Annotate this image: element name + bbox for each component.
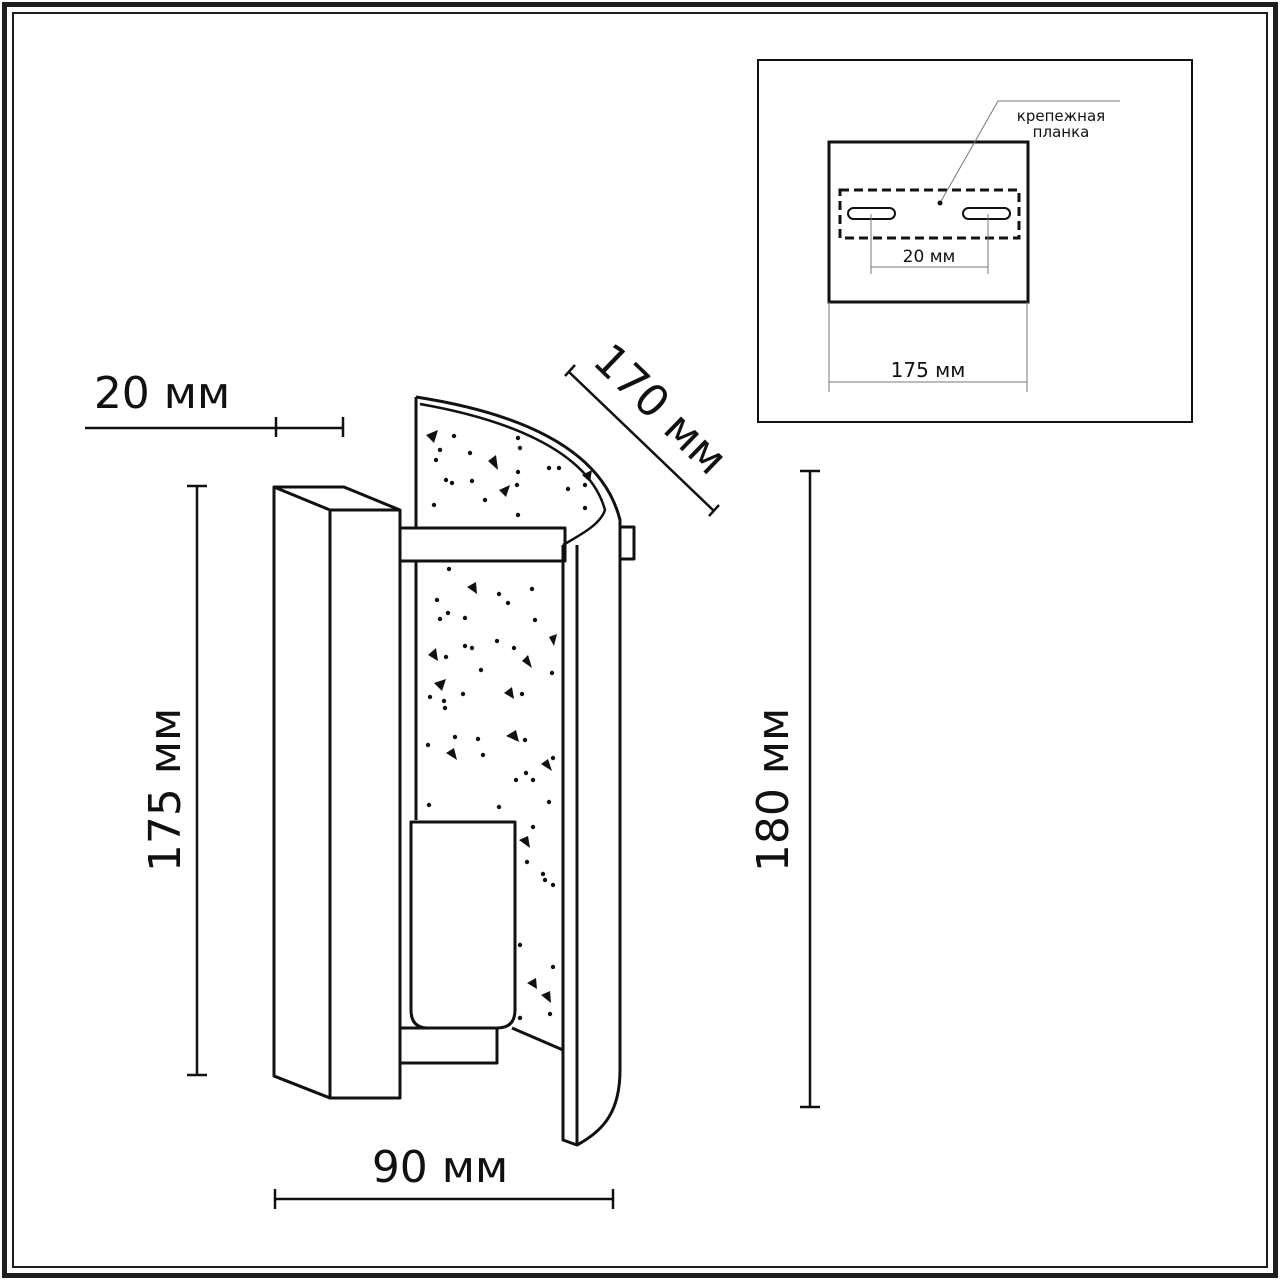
callout-dot — [937, 200, 943, 206]
wall-offset-label: 20 мм — [94, 368, 230, 419]
shade-arc-dim-line — [568, 371, 715, 512]
plate-width-label: 175 мм — [891, 358, 966, 382]
inset-hole-spacing-dim — [870, 214, 989, 274]
inset-frame — [757, 59, 1193, 423]
hole-spacing-label: 20 мм — [903, 247, 956, 267]
callout-label-line1: крепежная — [1017, 107, 1105, 125]
inset-plate-width-dim — [828, 302, 1028, 392]
backplate-box — [272, 485, 402, 1100]
inset-mounting-view: крепежная планка 20 мм 175 мм — [757, 59, 1193, 423]
inner-border — [12, 12, 1268, 1268]
bulb-diffuser — [409, 820, 517, 1030]
shade-speckle-texture — [425, 430, 592, 1021]
depth-label: 90 мм — [372, 1142, 508, 1193]
backplate-edge-top — [273, 485, 331, 512]
shade-arc-label: 170 мм — [583, 334, 737, 485]
mounting-bar — [838, 188, 1021, 240]
dimension-lines — [85, 364, 820, 1209]
arm-top — [398, 526, 567, 563]
callout-leader — [939, 100, 1120, 204]
shade-clip — [618, 525, 636, 561]
callout-label-line2: планка — [1033, 123, 1090, 141]
inset-backplate — [827, 140, 1030, 304]
arm-bottom — [398, 1026, 499, 1065]
lamp-side-view — [272, 395, 636, 1147]
shade-front-panel — [561, 545, 622, 1147]
backplate-height-label: 175 мм — [140, 708, 191, 872]
mounting-slot-right — [962, 207, 1011, 220]
shade-top-curve-outer — [415, 395, 622, 545]
total-height-label: 180 мм — [748, 708, 799, 872]
shade-top-curve-inner — [419, 402, 607, 547]
